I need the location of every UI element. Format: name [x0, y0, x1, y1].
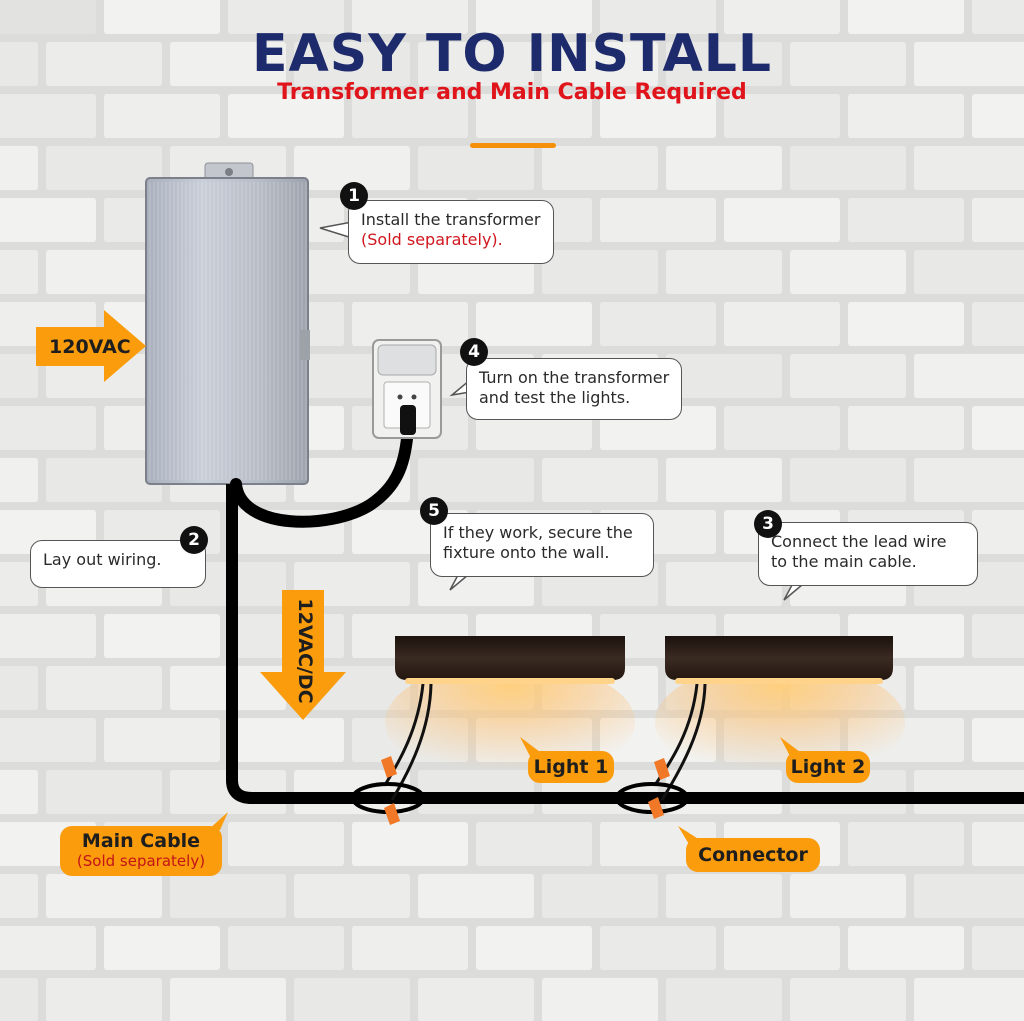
input-voltage-arrow: [36, 310, 146, 382]
outlet-icon: [372, 339, 442, 439]
step-3-text-line-2: to the main cable.: [771, 552, 917, 571]
step-4-badge: 4: [460, 338, 488, 366]
step-3-callout: Connect the lead wire to the main cable.: [758, 522, 978, 586]
step-4-text-line-1: Turn on the transformer: [479, 368, 670, 387]
main-cable-note: (Sold separately): [76, 852, 206, 870]
step-3-text-line-1: Connect the lead wire: [771, 532, 947, 551]
step-3-badge: 3: [754, 510, 782, 538]
main-cable-label: Main Cable: [81, 830, 201, 852]
step-1-badge: 1: [340, 182, 368, 210]
transformer-box: [145, 162, 310, 485]
step-1-note: (Sold separately).: [361, 230, 503, 249]
step-2-text: Lay out wiring.: [43, 550, 162, 569]
output-voltage-arrow: [260, 590, 346, 720]
light-1-tag: Light 1: [528, 751, 614, 783]
connector-tag: Connector: [686, 838, 820, 872]
step-5-badge: 5: [420, 497, 448, 525]
step-5-text-line-2: fixture onto the wall.: [443, 543, 610, 562]
step-5-callout: If they work, secure the fixture onto th…: [430, 513, 654, 577]
light-2-tag: Light 2: [786, 751, 870, 783]
wire-nut-connector: [351, 756, 425, 825]
main-cable: [226, 484, 1024, 804]
step-1-text: Install the transformer: [361, 210, 541, 229]
main-cable-tag: Main Cable (Sold separately): [60, 826, 222, 876]
step-4-callout: Turn on the transformer and test the lig…: [466, 358, 682, 420]
plug-icon: [400, 405, 416, 435]
input-voltage-label: 120VAC: [49, 336, 131, 358]
accent-divider: [470, 143, 556, 148]
output-voltage-label: 12VAC/DC: [294, 598, 316, 704]
page-subtitle: Transformer and Main Cable Required: [277, 80, 747, 105]
power-cord: [230, 424, 414, 528]
step-2-badge: 2: [180, 526, 208, 554]
page-title: EASY TO INSTALL: [251, 24, 773, 84]
step-2-callout: Lay out wiring.: [30, 540, 206, 588]
step-1-callout: Install the transformer (Sold separately…: [348, 200, 554, 264]
step-4-text-line-2: and test the lights.: [479, 388, 631, 407]
step-5-text-line-1: If they work, secure the: [443, 523, 633, 542]
wire-nut-connector: [615, 758, 689, 819]
